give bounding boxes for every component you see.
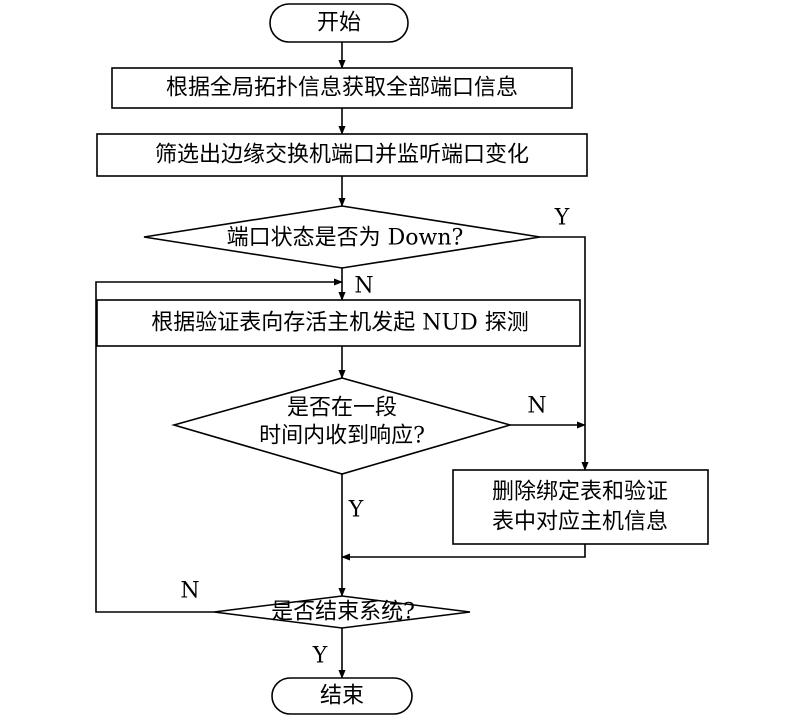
decision-end-system: 是否结束系统? xyxy=(213,595,471,629)
process-delete-binding: 删除绑定表和验证 表中对应主机信息 xyxy=(452,469,709,545)
process-get-ports-label: 根据全局拓扑信息获取全部端口信息 xyxy=(166,76,518,101)
label-end-system-no: N xyxy=(180,579,199,604)
label-port-down-yes: Y xyxy=(554,206,570,231)
process-nud-probe-label: 根据验证表向存活主机发起 NUD 探测 xyxy=(151,311,528,336)
label-port-down-no: N xyxy=(354,274,373,299)
decision-response-line2: 时间内收到响应? xyxy=(259,424,425,449)
decision-port-down-label: 端口状态是否为 Down? xyxy=(227,226,464,251)
label-end-system-yes: Y xyxy=(312,644,328,669)
arrow-end-system-no-loop xyxy=(95,278,343,613)
decision-end-system-label: 是否结束系统? xyxy=(271,600,415,625)
decision-response: 是否在一段 时间内收到响应? xyxy=(171,377,513,475)
process-filter-ports-label: 筛选出边缘交换机端口并监听端口变化 xyxy=(155,143,529,168)
decision-port-down: 端口状态是否为 Down? xyxy=(143,205,541,269)
decision-response-line1: 是否在一段 xyxy=(287,396,397,421)
end-node: 结束 xyxy=(271,677,413,715)
process-get-ports: 根据全局拓扑信息获取全部端口信息 xyxy=(111,67,573,109)
end-label: 结束 xyxy=(320,684,364,709)
process-filter-ports: 筛选出边缘交换机端口并监听端口变化 xyxy=(96,133,588,177)
process-nud-probe: 根据验证表向存活主机发起 NUD 探测 xyxy=(96,299,581,347)
start-node: 开始 xyxy=(269,3,409,43)
label-response-yes: Y xyxy=(348,498,364,523)
process-delete-binding-line2: 表中对应主机信息 xyxy=(492,510,668,535)
arrow-delete-to-main xyxy=(341,544,586,561)
start-label: 开始 xyxy=(317,11,361,36)
arrow-port-down-yes xyxy=(540,236,589,471)
process-delete-binding-line1: 删除绑定表和验证 xyxy=(492,480,668,505)
label-response-no: N xyxy=(527,394,546,419)
